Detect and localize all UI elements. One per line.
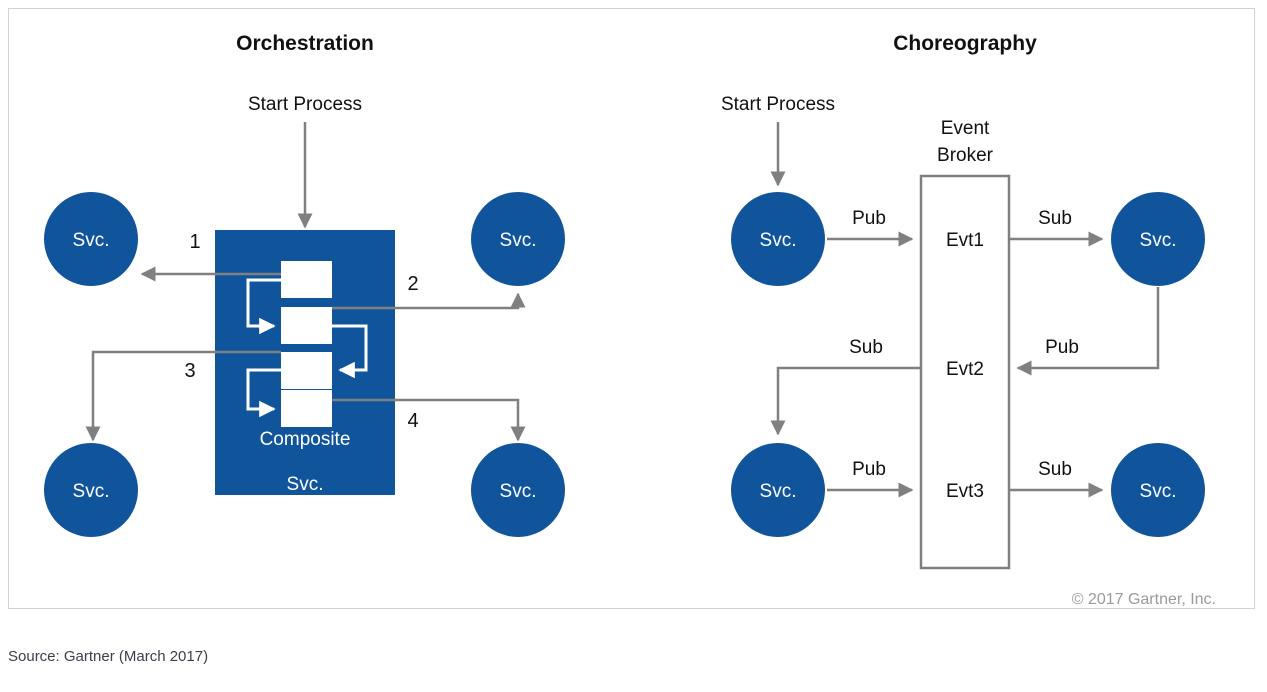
orchestration-call-2-arrow	[332, 292, 526, 310]
composite-internal-flow-3-4	[246, 368, 281, 418]
svc-top-right-label: Svc.	[500, 230, 537, 251]
svc-choreo-bottom-right-circle	[1111, 443, 1205, 537]
start-process-label-right: Start Process	[721, 94, 835, 115]
evt3-pub-label: Pub	[852, 459, 886, 480]
svc-choreo-bottom-left-circle	[731, 443, 825, 537]
evt2-sub-arrow	[770, 366, 921, 436]
copyright-text: © 2017 Gartner, Inc.	[1072, 591, 1216, 608]
svc-choreo-top-left-circle	[731, 192, 825, 286]
svc-bottom-left-circle	[44, 443, 138, 537]
composite-service-label-line2: Svc.	[287, 474, 324, 495]
svc-top-left-label: Svc.	[73, 230, 110, 251]
panel-title-choreography: Choreography	[893, 32, 1037, 55]
svc-choreo-bottom-left-label: Svc.	[760, 481, 797, 502]
svc-choreo-top-right-circle	[1111, 192, 1205, 286]
svc-top-right-circle	[471, 192, 565, 286]
panel-title-orchestration: Orchestration	[236, 32, 374, 55]
evt2-pub-arrow	[1016, 287, 1160, 376]
event-evt1-label: Evt1	[946, 230, 984, 251]
svc-bottom-right-circle	[471, 443, 565, 537]
orchestration-call-1-number: 1	[189, 231, 200, 253]
evt1-sub-label: Sub	[1038, 208, 1072, 229]
svc-choreo-top-left-label: Svc.	[760, 230, 797, 251]
start-process-label-left: Start Process	[248, 94, 362, 115]
composite-service-label-line1: Composite	[260, 429, 351, 450]
evt3-sub-label: Sub	[1038, 459, 1072, 480]
composite-internal-flow-1-2	[246, 278, 281, 335]
event-evt2-label: Evt2	[946, 359, 984, 380]
event-broker-box	[919, 174, 1011, 570]
evt2-pub-label: Pub	[1045, 337, 1079, 358]
evt2-sub-label: Sub	[849, 337, 883, 358]
orchestration-call-3-arrow	[85, 350, 281, 442]
orchestration-call-4-number: 4	[407, 410, 418, 432]
composite-step-2	[281, 307, 332, 344]
source-note: Source: Gartner (March 2017)	[8, 648, 209, 665]
composite-step-4	[281, 390, 332, 427]
orchestration-call-2-number: 2	[407, 273, 418, 295]
composite-internal-flow-2-3	[332, 324, 368, 379]
svc-choreo-top-right-label: Svc.	[1140, 230, 1177, 251]
event-evt3-label: Evt3	[946, 481, 984, 502]
event-broker-label-line2: Broker	[937, 145, 994, 166]
composite-step-3	[281, 352, 332, 389]
svc-top-left-circle	[44, 192, 138, 286]
composite-step-1	[281, 261, 332, 298]
event-broker-label-line1: Event	[941, 118, 990, 139]
svc-bottom-right-label: Svc.	[500, 481, 537, 502]
orchestration-call-4-arrow	[332, 398, 526, 442]
orchestration-call-3-number: 3	[184, 360, 195, 382]
svc-choreo-bottom-right-label: Svc.	[1140, 481, 1177, 502]
evt1-pub-label: Pub	[852, 208, 886, 229]
svc-bottom-left-label: Svc.	[73, 481, 110, 502]
